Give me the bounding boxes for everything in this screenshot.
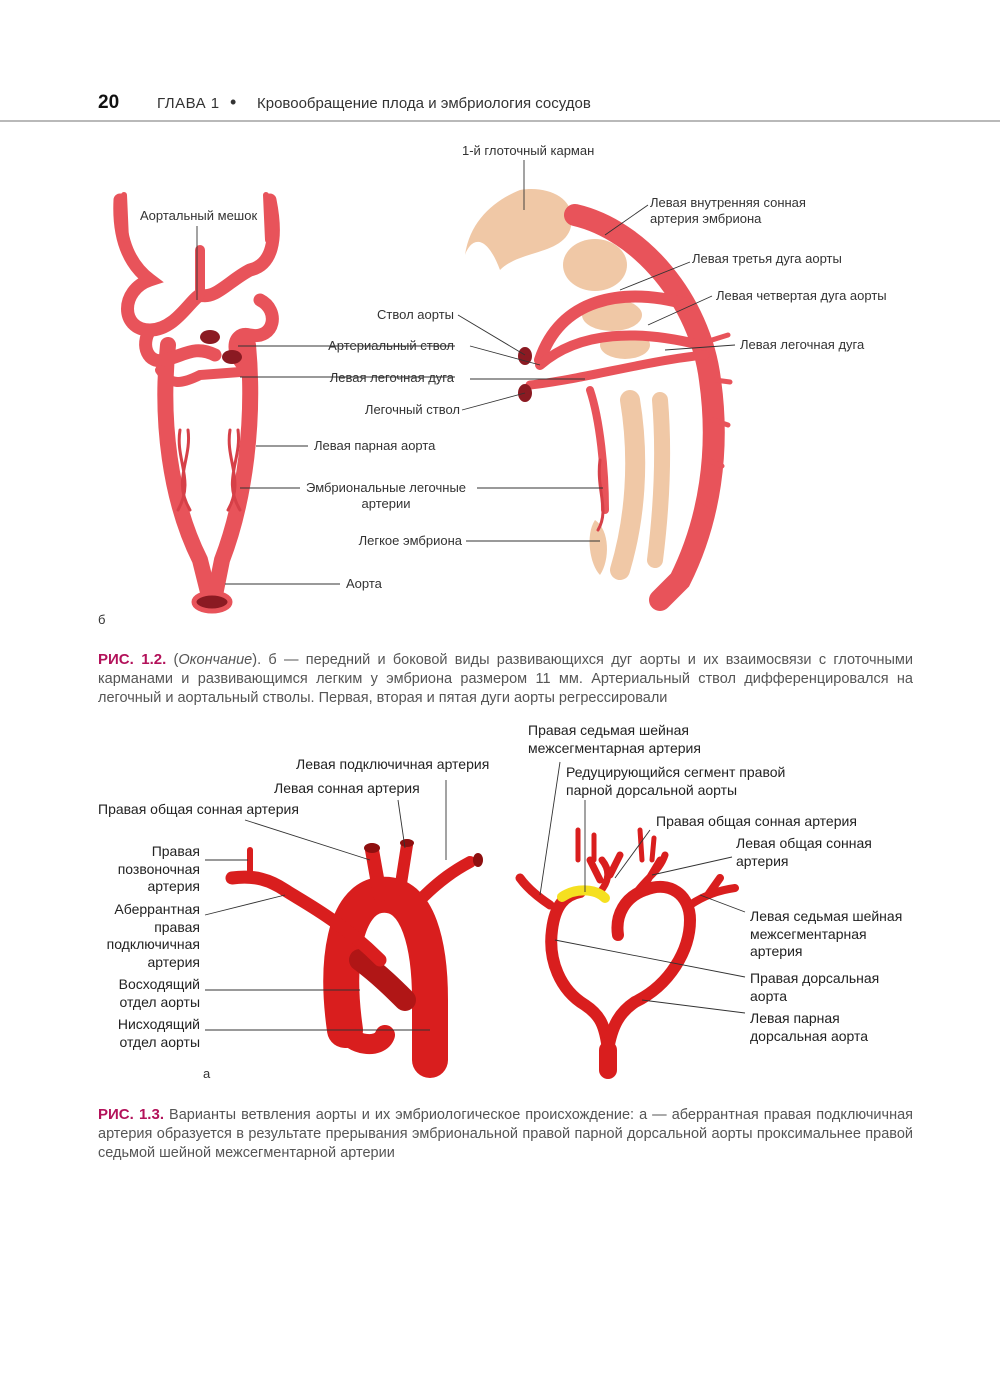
fig-1-3-leader-lines [204,761,746,1031]
label-left-common-carotid: Левая общая сонная артерия [736,835,872,869]
label-left-internal-carotid: Левая внутренняя сонная артерия эмбриона [650,195,806,226]
page-header: 20 ГЛАВА 1 • Кровообращение плода и эмбр… [0,88,1000,122]
label-embryo-pulm-arteries: Эмбриональные легочные артерии [306,480,467,511]
label-embryo-lung: Легкое эмбриона [358,533,462,548]
figure-1-3-caption-text: Варианты ветвления аорты и их эмбриологи… [98,1107,913,1161]
panel-letter-a: а [203,1066,211,1081]
fig-1-3-embryo-scheme [515,827,739,1079]
label-right-seventh-intersegmental: Правая седьмая шейная межсегментарная ар… [528,722,701,756]
page-number: 20 [98,92,120,113]
label-left-paired-dorsal-aorta: Левая парная дорсальная аорта [750,1010,869,1044]
header-bullet: • [230,92,237,112]
label-aberrant-right-subclavian: Аберрантная правая подключичная артерия [106,901,200,970]
figure-1-3-label: РИС. 1.3. [98,1106,164,1123]
label-right-common-carotid-scheme: Правая общая сонная артерия [656,813,857,829]
fig-1-3-aorta-arch [225,839,483,1078]
label-right-dorsal-aorta: Правая дорсальная аорта [750,970,880,1004]
label-descending-aorta: Нисходящий отдел аорты [117,1016,200,1050]
label-left-seventh-intersegmental: Левая седьмая шейная межсегментарная арт… [750,908,903,959]
fig-1-2-side-view [465,189,733,611]
label-truncus-arteriosus: Артериальный ствол [328,338,454,353]
label-left-fourth-arch: Левая четвертая дуга аорты [716,288,887,303]
label-left-third-arch: Левая третья дуга аорты [692,251,842,266]
caption-paren: ( [166,652,179,668]
figure-1-2-caption: РИС. 1.2. (Окончание). б — передний и бо… [98,650,913,708]
label-pulm-trunk: Легочный ствол [364,402,460,417]
panel-letter-b: б [98,612,106,627]
figure-1-2-caption-text: ). б — передний и боковой виды развивающ… [98,652,913,706]
header-rule [0,120,1000,122]
chapter-label: ГЛАВА 1 [157,95,220,112]
label-aorta: Аорта [346,576,382,591]
label-left-subclavian: Левая подключичная артерия [296,756,490,772]
label-first-pharyngeal-pouch: 1-й глоточный карман [462,143,595,158]
figure-1-2-label: РИС. 1.2. [98,651,167,668]
label-reducing-segment: Редуцирующийся сегмент правой парной дор… [566,764,786,798]
label-right-vertebral: Правая позвоночная артерия [117,843,200,894]
fig-1-2-leader-lines [196,160,736,585]
chapter-title: Кровообращение плода и эмбриология сосуд… [257,95,591,112]
figure-1-3-caption: РИС. 1.3. Варианты ветвления аорты и их … [98,1105,913,1163]
label-left-pulm-arch: Левая легочная дуга [329,370,454,385]
label-aortic-trunk: Ствол аорты [377,307,454,322]
label-left-pulm-arch-side: Левая легочная дуга [740,337,865,352]
label-left-paired-aorta: Левая парная аорта [314,438,436,453]
label-left-carotid: Левая сонная артерия [274,780,420,796]
caption-italic: Окончание [178,652,253,668]
label-ascending-aorta: Восходящий отдел аорты [118,976,200,1010]
label-aortic-sac: Аортальный мешок [140,208,258,223]
label-right-common-carotid: Правая общая сонная артерия [98,801,299,817]
fig-1-2-front-view [113,192,280,614]
